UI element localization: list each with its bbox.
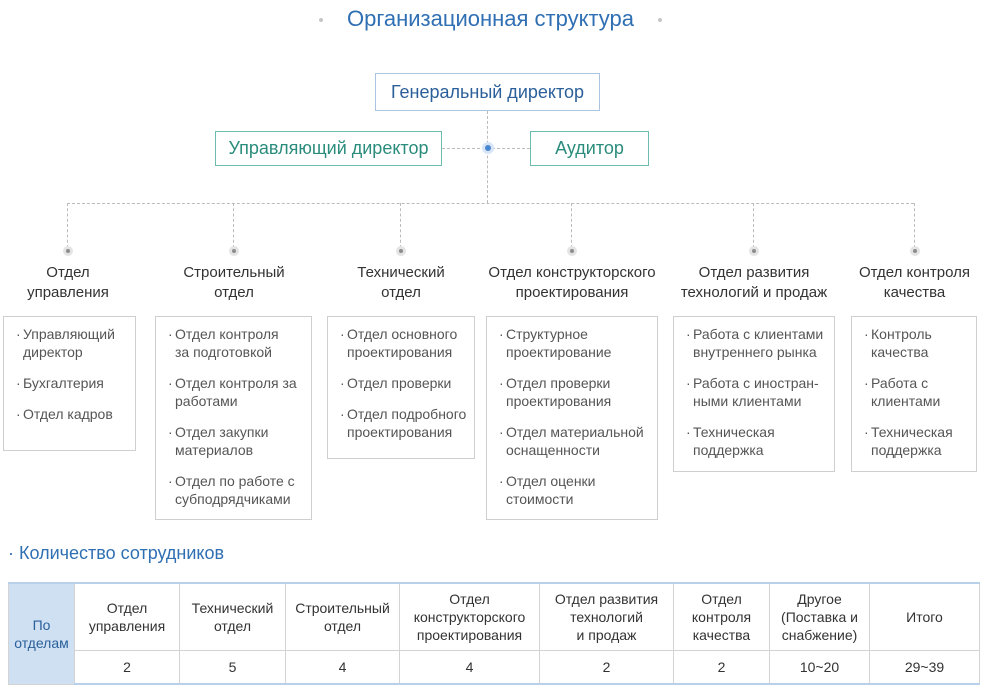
subunit-item: Отдел контроля за подготовкой (168, 325, 305, 361)
title-dot-right (658, 18, 663, 23)
column-label-cell: Отдел контроля качества (673, 582, 770, 651)
column-label-cell: Технический отдел (179, 582, 286, 651)
center-node (482, 142, 494, 154)
column-label-cell: Другое (Поставка и снабжение) (769, 582, 870, 651)
subunit-item: Отдел основного проектирования (340, 325, 468, 361)
department-subunits-box: Работа с клиентами внутреннего рынка Раб… (673, 316, 835, 472)
department-subunits-box: Структурное проектирование Отдел проверк… (486, 316, 658, 520)
subunit-item: Отдел по работе с субподрядчиками (168, 472, 305, 508)
value-cell: 5 (179, 650, 286, 685)
table-row-values: 2 5 4 4 2 2 10~20 29~39 (9, 650, 980, 685)
value-cell: 2 (539, 650, 674, 685)
department-subunits-box: Контроль качества Работа с клиентами Тех… (851, 316, 977, 472)
subunit-item: Техническая поддержка (686, 423, 828, 459)
column-label-cell: Строительный отдел (285, 582, 400, 651)
dept-node (910, 246, 920, 256)
subunit-item: Работа с клиентами (864, 374, 970, 410)
subunit-item: Управляющий директор (16, 325, 129, 361)
department-title: Отдел контроля качества (858, 264, 970, 301)
value-cell: 4 (285, 650, 400, 685)
subunit-item: Контроль качества (864, 325, 970, 361)
subunit-item: Отдел проверки проектирования (499, 374, 651, 410)
column-label-cell: Отдел развития технологий и продаж (539, 582, 674, 651)
dept-drop-line (400, 203, 401, 248)
department-subunits-box: Отдел основного проектирования Отдел про… (327, 316, 475, 459)
column-label-cell: Отдел конструкторского проектирования (399, 582, 540, 651)
dept-drop-line (571, 203, 572, 248)
dept-node (229, 246, 239, 256)
subunit-item: Структурное проектирование (499, 325, 651, 361)
subunit-item: Отдел материальной оснащенности (499, 423, 651, 459)
department-title: Отдел развития технологий и продаж (680, 264, 828, 301)
subunit-item: Отдел подробного проектирования (340, 405, 468, 441)
subunit-item: Отдел кадров (16, 405, 129, 423)
row-header-cell: По отделам (8, 582, 75, 685)
trunk-line (487, 111, 488, 203)
department-title: Технический отдел (357, 264, 445, 301)
dept-node (63, 246, 73, 256)
subunit-item: Работа с иностран- ными клиентами (686, 374, 828, 410)
value-cell: 10~20 (769, 650, 870, 685)
department-title: Строительный отдел (183, 264, 285, 301)
value-cell: 2 (74, 650, 180, 685)
title-dot-left (318, 18, 323, 23)
page-title: Организационная структура (0, 6, 981, 32)
dept-drop-line (914, 203, 915, 248)
subunit-item: Техническая поддержка (864, 423, 970, 459)
dept-drop-line (67, 203, 68, 248)
department-title: Отдел конструкторского проектирования (488, 264, 656, 301)
managing-director-box: Управляющий директор (215, 131, 442, 166)
department-subunits-box: Управляющий директор Бухгалтерия Отдел к… (3, 316, 136, 451)
subunit-item: Бухгалтерия (16, 374, 129, 392)
value-cell: 4 (399, 650, 540, 685)
value-cell: 29~39 (869, 650, 980, 685)
table-row-labels: По отделам Отдел управления Технический … (8, 582, 980, 685)
dept-drop-line (233, 203, 234, 248)
general-director-box: Генеральный директор (375, 73, 600, 111)
dept-node (567, 246, 577, 256)
column-label-cell: Итого (869, 582, 980, 651)
subunit-item: Отдел закупки материалов (168, 423, 305, 459)
column-label-cell: Отдел управления (74, 582, 180, 651)
dept-node (749, 246, 759, 256)
dept-drop-line (753, 203, 754, 248)
department-bus-line (67, 203, 914, 204)
department-subunits-box: Отдел контроля за подготовкой Отдел конт… (155, 316, 312, 520)
subunit-item: Отдел оценки стоимости (499, 472, 651, 508)
auditor-box: Аудитор (530, 131, 649, 166)
page-title-text: Организационная структура (346, 6, 635, 31)
value-cell: 2 (673, 650, 770, 685)
subunit-item: Работа с клиентами внутреннего рынка (686, 325, 828, 361)
employees-heading: · Количество сотрудников (8, 543, 225, 563)
subunit-item: Отдел контроля за работами (168, 374, 305, 410)
employees-table: По отделам Отдел управления Технический … (8, 582, 980, 685)
subunit-item: Отдел проверки (340, 374, 468, 392)
department-title: Отдел управления (27, 264, 109, 301)
dept-node (396, 246, 406, 256)
